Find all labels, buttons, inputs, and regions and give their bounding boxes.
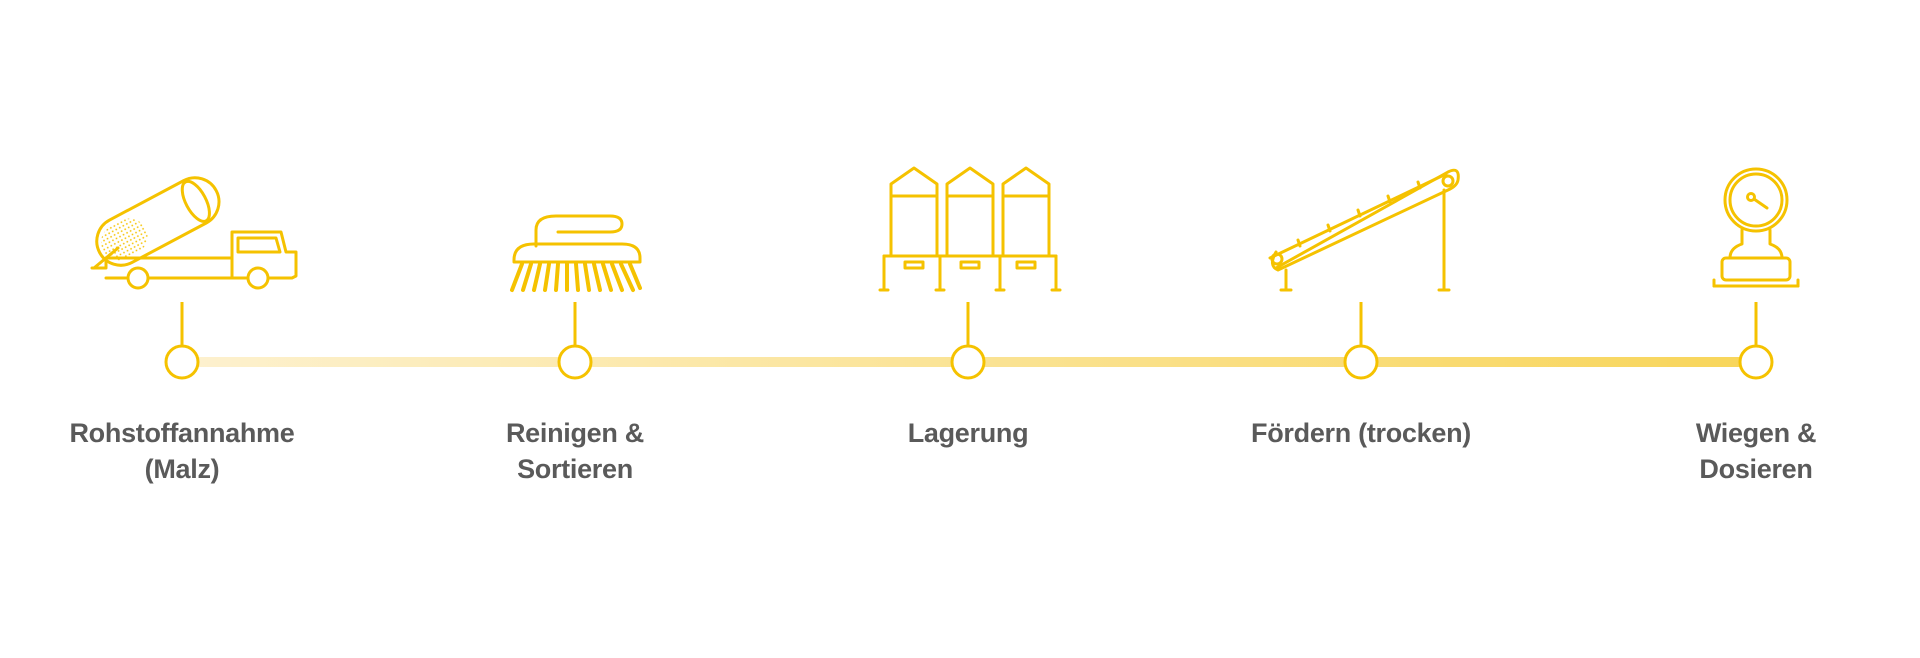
step-4-marker xyxy=(1343,344,1379,380)
step-3 xyxy=(878,166,1062,380)
step-2-marker xyxy=(557,344,593,380)
step-1 xyxy=(90,176,298,380)
step-3-label: Lagerung xyxy=(808,415,1128,451)
step-5-marker xyxy=(1738,344,1774,380)
step-1-label-line-1: Rohstoffannahme xyxy=(69,418,295,448)
brush-icon xyxy=(510,214,642,292)
step-1-marker xyxy=(164,344,200,380)
step-5-label: Wiegen & Dosieren xyxy=(1596,415,1916,487)
step-1-label: Rohstoffannahme (Malz) xyxy=(22,415,342,487)
dump-truck-icon xyxy=(90,176,298,290)
step-4-label: Fördern (trocken) xyxy=(1201,415,1521,451)
step-3-marker xyxy=(950,344,986,380)
step-5-label-line-2: Dosieren xyxy=(1699,454,1813,484)
scale-gauge-icon xyxy=(1712,167,1800,288)
step-1-label-line-2: (Malz) xyxy=(144,454,220,484)
step-4-label-line-1: Fördern (trocken) xyxy=(1251,418,1471,448)
step-2-label-line-1: Reinigen & xyxy=(505,418,644,448)
step-3-label-line-1: Lagerung xyxy=(907,418,1029,448)
conveyor-icon xyxy=(1268,168,1460,292)
silos-icon xyxy=(878,166,1062,292)
step-5 xyxy=(1712,167,1800,380)
step-2-label-line-2: Sortieren xyxy=(517,454,633,484)
step-2 xyxy=(510,214,642,380)
step-5-label-line-1: Wiegen & xyxy=(1695,418,1817,448)
step-4 xyxy=(1268,168,1460,380)
step-2-label: Reinigen & Sortieren xyxy=(415,415,735,487)
